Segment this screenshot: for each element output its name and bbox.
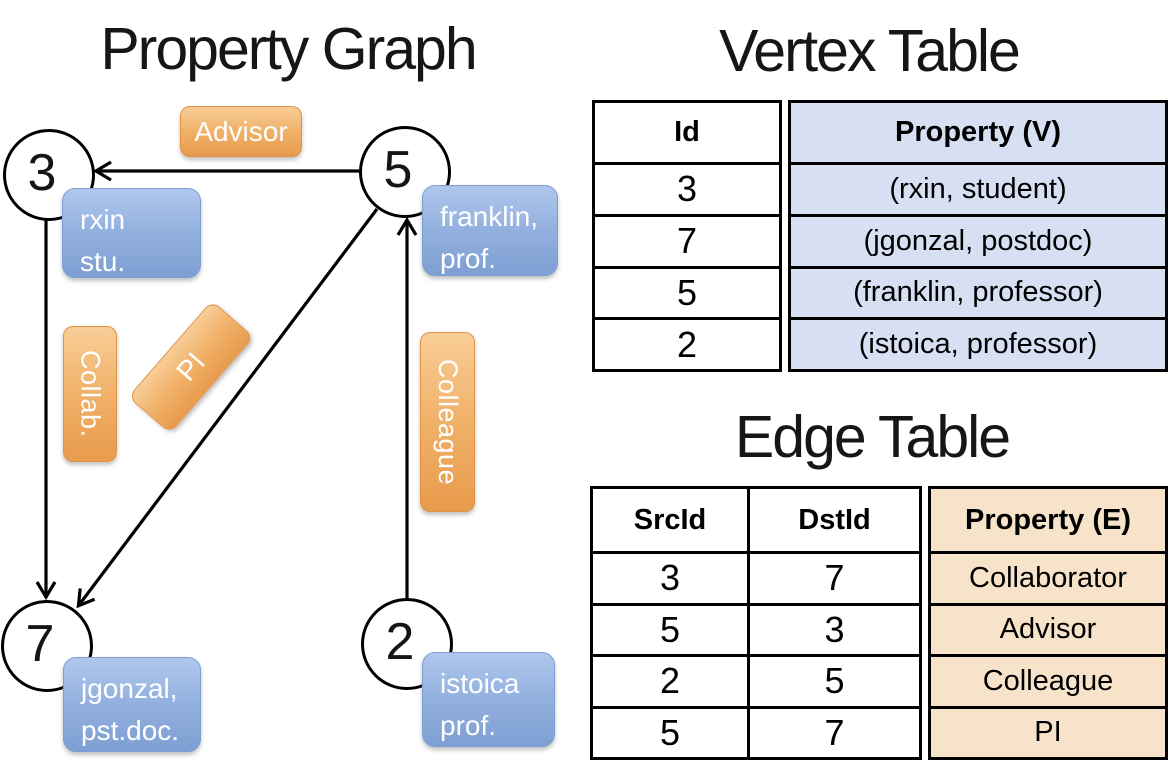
- vertex-property-box-2: istoica prof.: [422, 652, 555, 747]
- vertex-table-cell-id: 2: [595, 317, 779, 369]
- vertex-table-header-property: Property (V): [895, 116, 1061, 148]
- edge-table-cell-dstid: 7: [747, 551, 919, 603]
- edge-label-colleague: Colleague: [420, 332, 475, 512]
- vertex-id-7: 7: [25, 615, 55, 673]
- edge-label-collab-text: Collab.: [75, 350, 106, 438]
- edge-table-cell-property: Collaborator: [931, 551, 1165, 603]
- vertex-circle-3: 3: [3, 129, 95, 221]
- vertex-table: Id 3 7 5 2 Property (V) (rxin, student) …: [592, 100, 1168, 372]
- vertex-table-cell-id: 5: [595, 265, 779, 318]
- edge-table-header-property: Property (E): [965, 503, 1131, 536]
- edge-table: SrcId DstId 3 7 5 3 2 5 5 7 Property (E)…: [590, 486, 1168, 760]
- vertex-table-cell-id: 7: [595, 213, 779, 266]
- vertex-property-7-line1: jgonzal,: [81, 673, 178, 704]
- edge-table-cell-property: Colleague: [931, 654, 1165, 706]
- vertex-table-id-column: Id 3 7 5 2: [592, 100, 782, 372]
- vertex-property-box-3: rxin stu.: [62, 188, 201, 278]
- edge-table-cell-dstid: 7: [747, 705, 919, 757]
- edge-label-colleague-text: Colleague: [433, 358, 463, 486]
- vertex-id-2: 2: [385, 613, 415, 671]
- vertex-table-cell-id: 3: [595, 162, 779, 214]
- vertex-property-box-5: franklin, prof.: [422, 185, 558, 276]
- vertex-table-title: Vertex Table: [719, 18, 1021, 84]
- vertex-table-property-column: Property (V) (rxin, student) (jgonzal, p…: [788, 100, 1168, 372]
- edge-label-advisor: Advisor: [180, 106, 302, 157]
- vertex-property-5-line2: prof.: [440, 243, 497, 274]
- edge-table-title: Edge Table: [734, 404, 1011, 470]
- edge-table-cell-srcid: 5: [593, 705, 747, 758]
- vertex-property-2-line1: istoica: [440, 668, 520, 699]
- edge-label-advisor-text: Advisor: [194, 115, 288, 147]
- vertex-property-7-line2: pst.doc.: [81, 715, 180, 746]
- edge-table-cell-dstid: 3: [747, 602, 919, 654]
- edge-table-header-dstid: DstId: [747, 489, 919, 551]
- vertex-table-cell-property: (jgonzal, postdoc): [791, 213, 1165, 266]
- edge-table-cell-property: Advisor: [931, 602, 1165, 655]
- edge-table-cell-property: PI: [931, 705, 1165, 758]
- edge-table-cell-srcid: 3: [593, 551, 747, 603]
- edge-table-cell-srcid: 5: [593, 602, 747, 655]
- property-graph-title: Property Graph: [100, 16, 477, 82]
- edge-label-collab: Collab.: [63, 326, 117, 462]
- edge-table-property-column: Property (E) Collaborator Advisor Collea…: [928, 486, 1168, 760]
- edge-table-id-columns: SrcId DstId 3 7 5 3 2 5 5 7: [590, 486, 922, 760]
- edge-label-pi: PI: [127, 300, 255, 434]
- vertex-table-cell-property: (rxin, student): [791, 162, 1165, 214]
- edge-table-cell-dstid: 5: [747, 654, 919, 706]
- edge-table-cell-srcid: 2: [593, 654, 747, 706]
- vertex-table-cell-property: (franklin, professor): [791, 265, 1165, 318]
- vertex-property-box-7: jgonzal, pst.doc.: [63, 657, 201, 752]
- vertex-property-2-line2: prof.: [440, 710, 497, 741]
- vertex-id-3: 3: [27, 144, 57, 202]
- vertex-id-5: 5: [383, 141, 413, 199]
- vertex-property-3-line1: rxin: [80, 204, 126, 235]
- vertex-table-cell-property: (istoica, professor): [791, 317, 1165, 369]
- edge-label-pi-text: PI: [170, 346, 212, 387]
- vertex-table-header-id: Id: [674, 116, 700, 148]
- vertex-property-3-line2: stu.: [80, 246, 126, 277]
- edge-table-header-srcid: SrcId: [633, 503, 707, 536]
- vertex-property-5-line1: franklin,: [440, 201, 539, 232]
